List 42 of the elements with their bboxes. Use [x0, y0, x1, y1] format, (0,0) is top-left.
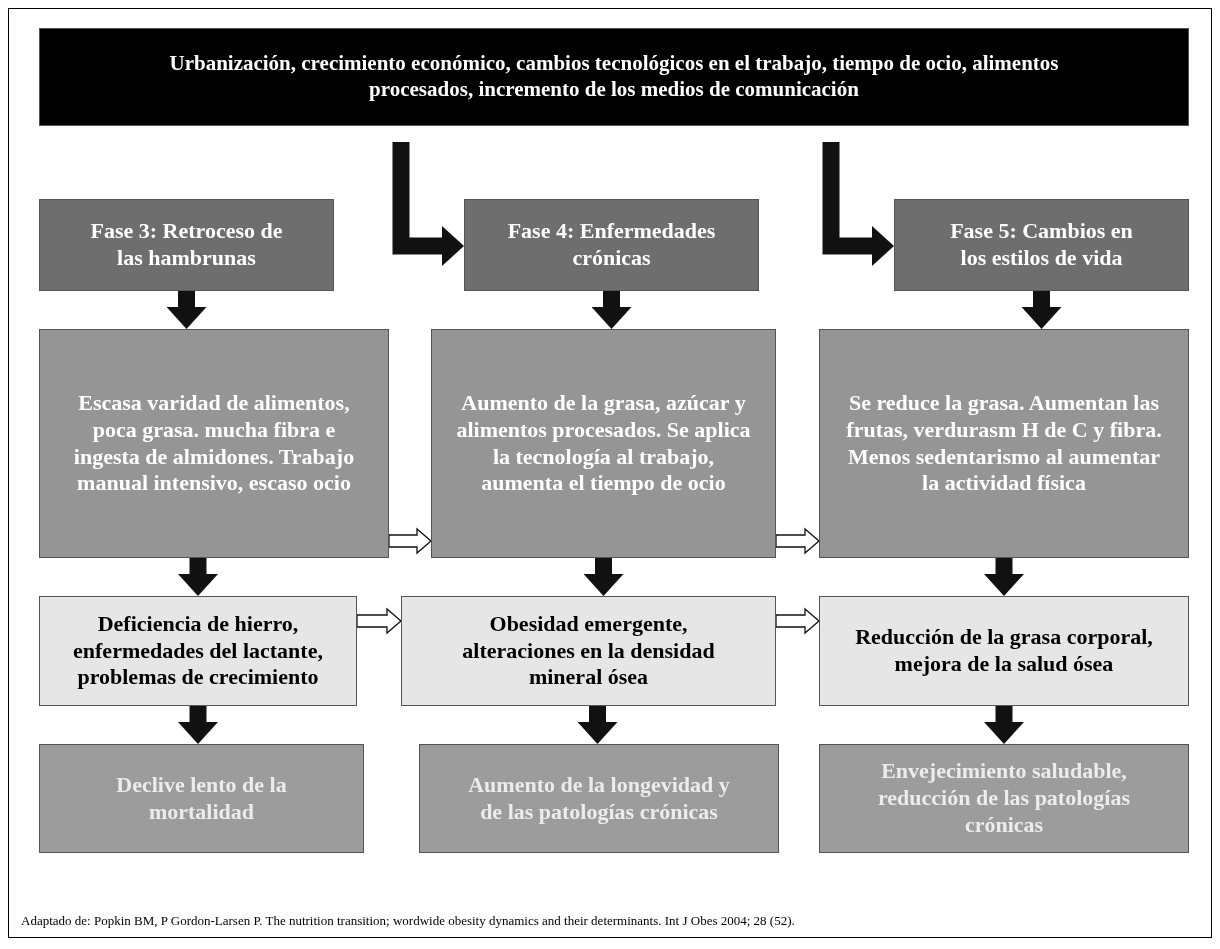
header-bar	[39, 28, 1189, 126]
stage-box	[819, 596, 1189, 706]
stage-box	[819, 329, 1189, 558]
stage-box	[894, 199, 1189, 291]
box-text: Aumento de la longevidad y de las patologías crónicas	[467, 771, 731, 826]
stage-box	[419, 744, 779, 853]
box-text: Urbanización, crecimiento económico, cambios tecnológicos en el trabajo, tiempo de ocio, alimentos procesados, incremento de los medios de comunicación	[168, 51, 1060, 103]
stage-box	[39, 199, 334, 291]
stage-box	[464, 199, 759, 291]
block-arrow	[392, 142, 464, 266]
box-text: Fase 4: Enfermedades crónicas	[506, 218, 717, 272]
hollow-arrow	[356, 607, 402, 635]
stage-box	[39, 596, 357, 706]
stage-box	[39, 744, 364, 853]
box-text: Obesidad emergente, alteraciones en la densidad mineral ósea	[461, 610, 716, 692]
block-arrow	[591, 291, 632, 329]
block-arrow	[583, 558, 624, 596]
stage-box	[431, 329, 776, 558]
stage-box	[401, 596, 776, 706]
stage-box	[819, 744, 1189, 853]
box-text: Reducción de la grasa corporal, mejora de la salud ósea	[854, 624, 1154, 678]
hollow-arrow	[775, 527, 820, 555]
block-arrow	[577, 706, 618, 744]
stage-box	[39, 329, 389, 558]
box-text: Aumento de la grasa, azúcar y alimentos procesados. Se aplica la tecnología al trabajo, aumenta el tiempo de ocio	[455, 389, 752, 498]
block-arrow	[178, 706, 218, 744]
box-text: Deficiencia de hierro, enfermedades del lactante, problemas de crecimiento	[72, 610, 324, 692]
box-text: Escasa varidad de alimentos, poca grasa. mucha fibra e ingesta de almidones. Trabajo manual intensivo, escaso ocio	[72, 389, 356, 498]
block-arrow	[984, 558, 1024, 596]
box-text: Fase 5: Cambios en los estilos de vida	[949, 218, 1134, 272]
source-caption: Adaptado de: Popkin BM, P Gordon-Larsen P. The nutrition transition; wordwide obesity dynamics and their determinants. Int J Obes 2004; 28 (52).	[21, 913, 795, 929]
box-text: Fase 3: Retroceso de las hambrunas	[89, 218, 284, 272]
hollow-arrow	[388, 527, 432, 555]
box-text: Envejecimiento saludable, reducción de las patologías crónicas	[877, 758, 1131, 839]
block-arrow	[822, 142, 894, 266]
block-arrow	[178, 558, 218, 596]
box-text: Declive lento de la mortalidad	[115, 771, 288, 826]
hollow-arrow	[775, 607, 820, 635]
block-arrow	[1021, 291, 1062, 329]
box-text: Se reduce la grasa. Aumentan las frutas, verdurasm H de C y fibra. Menos sedentarismo al aumentar la actividad física	[845, 389, 1163, 498]
block-arrow	[166, 291, 207, 329]
block-arrow	[984, 706, 1024, 744]
